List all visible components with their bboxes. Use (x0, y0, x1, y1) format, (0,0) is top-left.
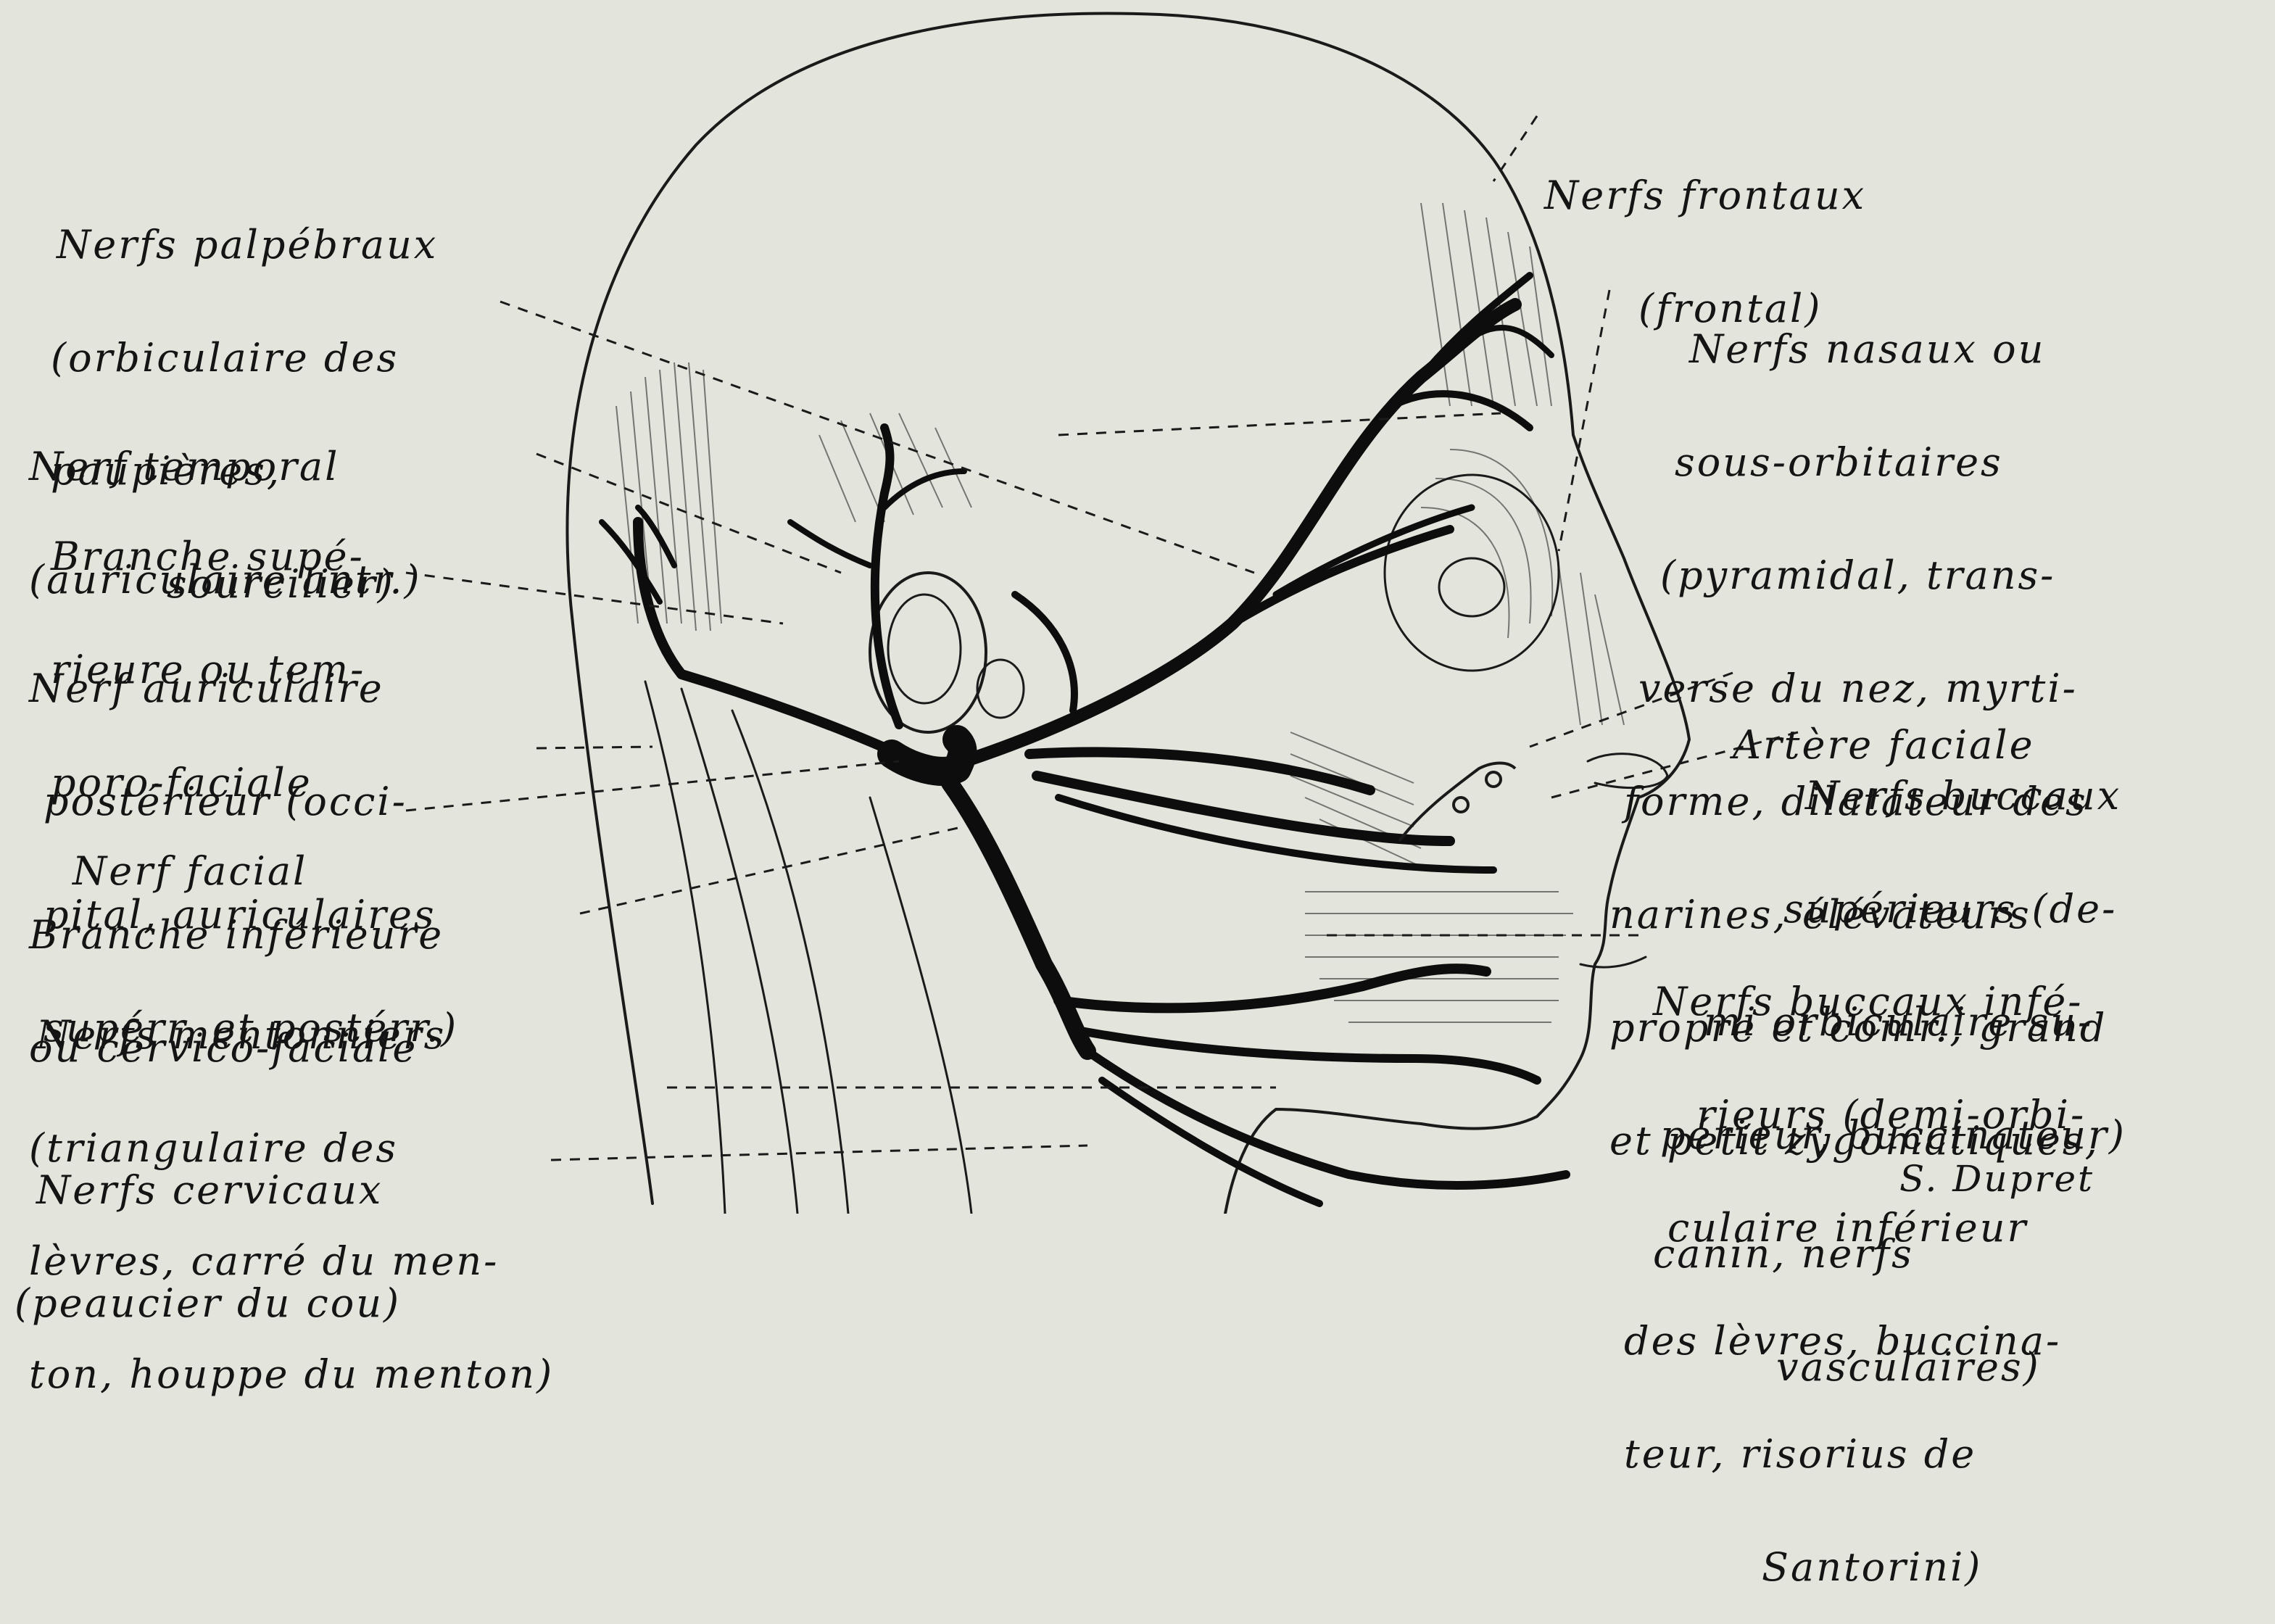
signature: S. Dupret (1899, 1160, 2094, 1198)
nerve-temporal-3 (790, 522, 870, 566)
nerve-auricular (638, 522, 899, 754)
leader-auriculaire (536, 747, 652, 748)
nerve-mental-2 (1073, 1030, 1537, 1080)
nerve-frontal-3 (1392, 394, 1530, 428)
hatch (616, 362, 721, 631)
neck-line (645, 682, 725, 1214)
artery-node (1486, 772, 1501, 787)
artery-node (1454, 798, 1468, 812)
leader-temporal (536, 454, 841, 573)
hatch (1290, 732, 1428, 870)
leader-frontaux (1493, 116, 1537, 181)
hatch (1421, 450, 1552, 638)
head-outline (567, 14, 1689, 1214)
ear-lobe (977, 660, 1024, 718)
illustration: Nerfs palpébraux (orbiculaire des paupiè… (0, 0, 2275, 1214)
leader-branche-sup (406, 573, 783, 624)
eye (1439, 558, 1504, 616)
nerve-cervical-2 (1102, 1080, 1319, 1204)
neck-line (681, 689, 797, 1214)
label-nerfs-cervicaux: Nerfs cervicaux (peaucier du cou) (14, 1096, 401, 1360)
leader-facial (406, 761, 899, 811)
nerve-auricular-2 (602, 522, 660, 602)
nerve-inferior-branch (950, 783, 1087, 1051)
ear-inner (888, 594, 961, 703)
hatch (819, 413, 971, 522)
label-nerfs-buccaux-inferieurs: Nerfs buccaux infé- rieurs (demi-orbi- c… (1624, 908, 2086, 1624)
leader-nasaux-2 (1058, 413, 1501, 435)
leader-branche-inf (580, 826, 964, 914)
nerve-frontal-2 (1479, 328, 1551, 355)
leader-cervicaux (551, 1146, 1087, 1160)
neck-line (732, 710, 848, 1214)
eye-orbit (1385, 475, 1559, 671)
nerve-mental (1058, 969, 1486, 1008)
hatch (1305, 892, 1573, 1022)
neck-line (870, 798, 971, 1214)
